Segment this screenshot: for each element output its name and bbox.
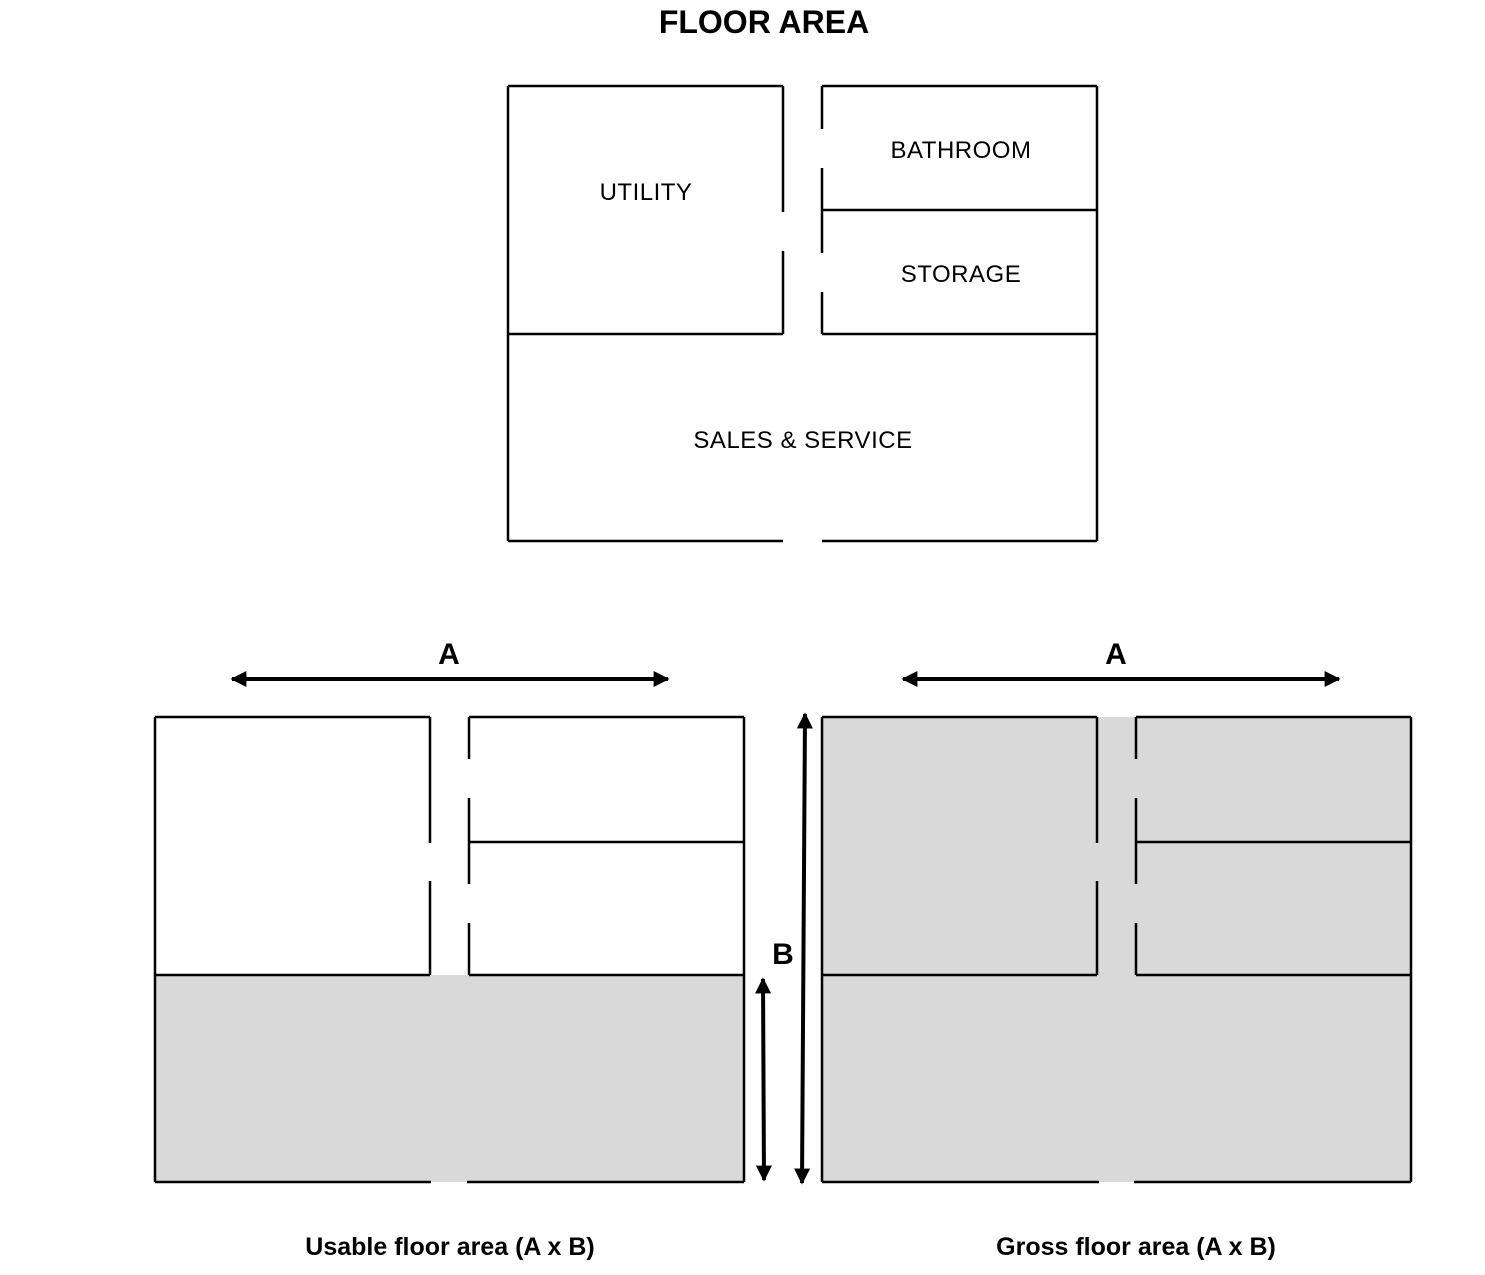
usable-area-plan: A [153, 638, 772, 1184]
gross-area-plan: A [820, 638, 1413, 1184]
room-label-bathroom: BATHROOM [891, 137, 1032, 164]
dimension-a-label: A [1105, 638, 1127, 671]
floor-plan [506, 84, 1099, 543]
dimension-a-label: A [438, 638, 460, 671]
gross-area-caption: Gross floor area (A x B) [996, 1233, 1276, 1261]
dimension-b-arrow [794, 712, 813, 1185]
usable-shaded-area [155, 975, 744, 1182]
room-label-sales-service: SALES & SERVICE [693, 427, 912, 454]
usable-depth-arrow [755, 977, 772, 1182]
gross-shaded-area [822, 717, 1411, 1182]
usable-area-caption: Usable floor area (A x B) [305, 1233, 594, 1261]
diagram-title: FLOOR AREA [659, 4, 869, 40]
room-label-utility: UTILITY [600, 179, 693, 206]
dimension-b-label: B [772, 938, 794, 971]
room-label-storage: STORAGE [901, 261, 1021, 288]
